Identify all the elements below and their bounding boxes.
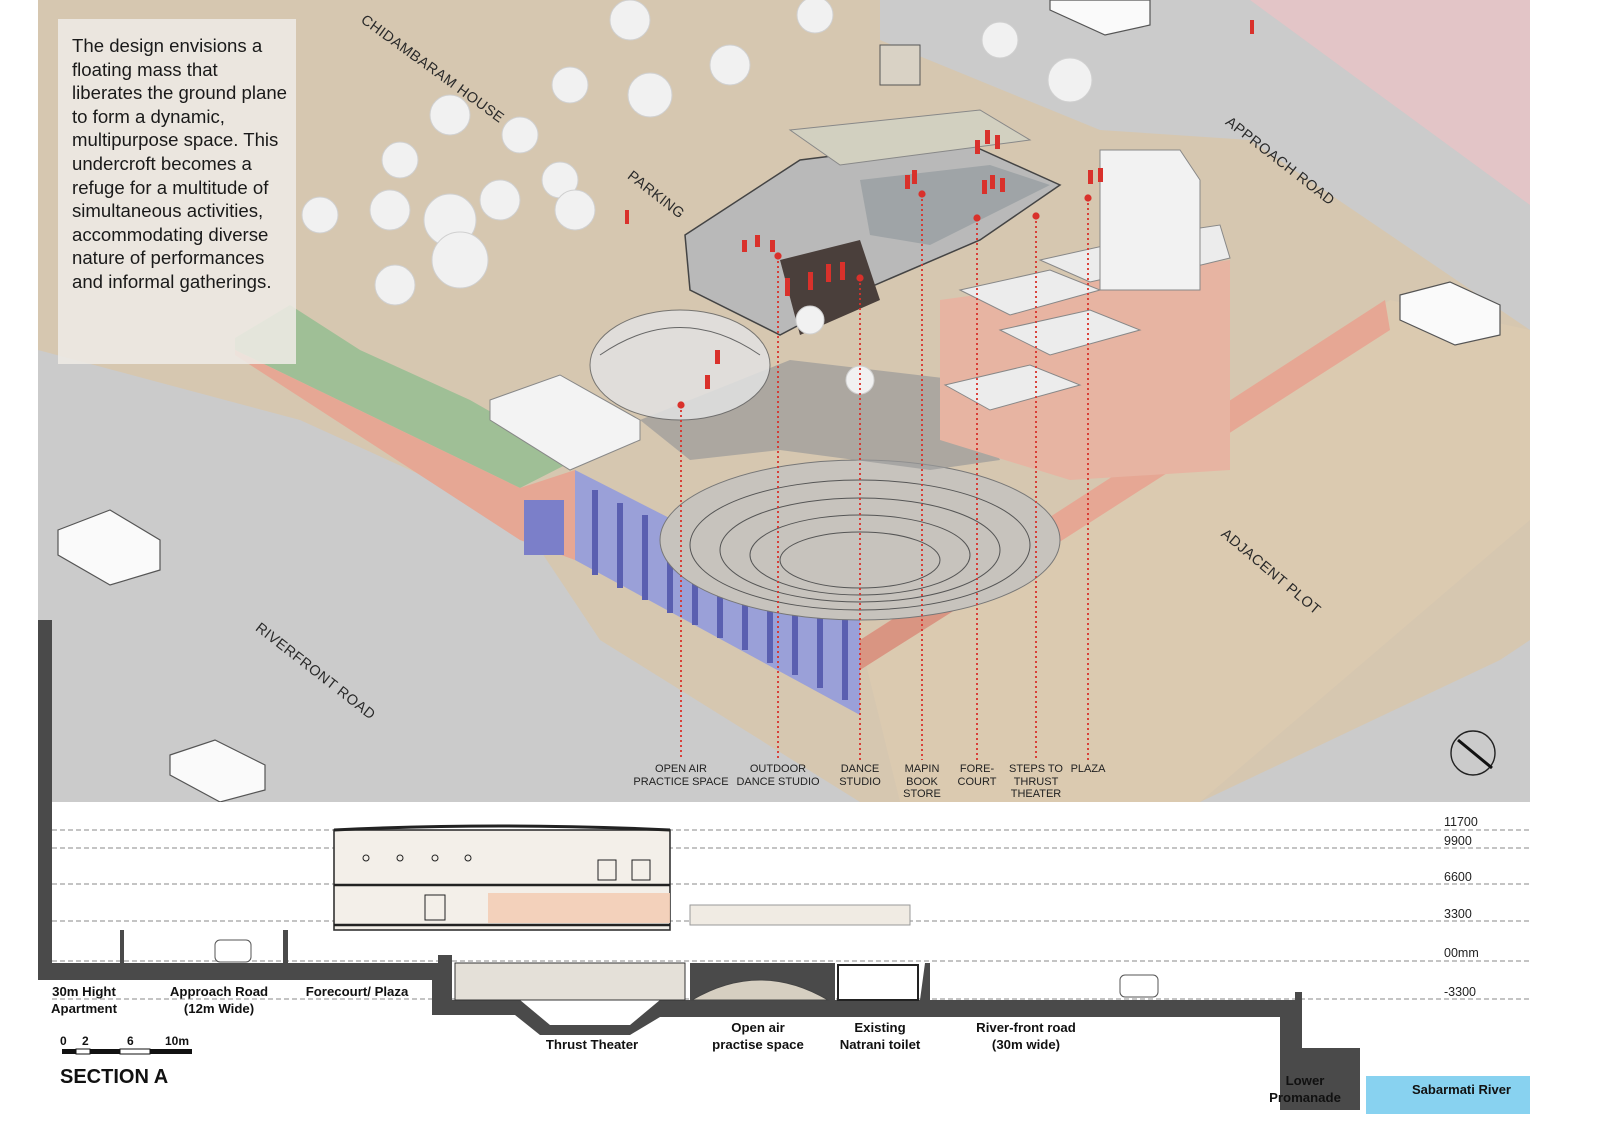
section-label-river-front-road: River-front road(30m wide) [976,1020,1076,1052]
river-label: Sabarmati River [1412,1082,1511,1097]
callout-lines [680,194,1089,760]
section-title: SECTION A [60,1066,169,1088]
scale-bar [62,1048,192,1055]
glass-dome [589,309,771,421]
scale-label-0: 0 [60,1034,67,1048]
pink-strip [1160,0,1530,205]
level-6600: 6600 [1444,870,1472,884]
level-minus-3300: -3300 [1444,985,1476,999]
building-roof [333,824,671,832]
scale-label-2: 2 [82,1034,89,1048]
river-water [1366,1076,1530,1114]
ground-profile [38,620,1360,1110]
section-label-forecourt: Forecourt/ Plaza [305,984,409,999]
adjacent-plot [860,300,1530,802]
section-label-approach-road: Approach Road(12m Wide) [169,984,269,1016]
white-annex [489,374,641,471]
section-car-left [214,939,252,963]
blue-panel [524,500,564,555]
callout-fore-court: FORE-COURT [957,763,997,788]
roof-terrace [788,109,1032,166]
stair-hall [488,893,670,923]
scale-label-6: 6 [127,1034,134,1048]
scale-label-10m: 10m [165,1034,190,1048]
callout-plaza: PLAZA [1070,763,1106,775]
toilet-block [837,964,919,1001]
callout-dots [677,190,1092,409]
security-cabin [879,44,921,86]
practise-ramp [690,979,830,1001]
windows [362,854,651,921]
level-9900: 9900 [1444,834,1472,848]
theater-pit [454,962,686,1001]
cars [57,0,1501,803]
dome-rib [599,327,761,356]
north-arrow-icon [1450,730,1496,776]
white-block [1099,149,1201,291]
green-lawn [235,305,575,488]
description-text: The design envisions a floating mass tha… [72,35,288,292]
description-panel [58,19,296,364]
right-building [940,260,1230,480]
steps-truss [689,904,911,926]
section-label-thrust-theater: Thrust Theater [545,1037,639,1052]
people-figures [625,20,1254,389]
section-car-right [1119,974,1159,998]
trees [301,0,1093,395]
level-3300: 3300 [1444,907,1472,921]
level-00mm: 00mm [1444,946,1479,960]
level-11700: 11700 [1444,815,1478,829]
boundary-wall-left [235,338,575,560]
